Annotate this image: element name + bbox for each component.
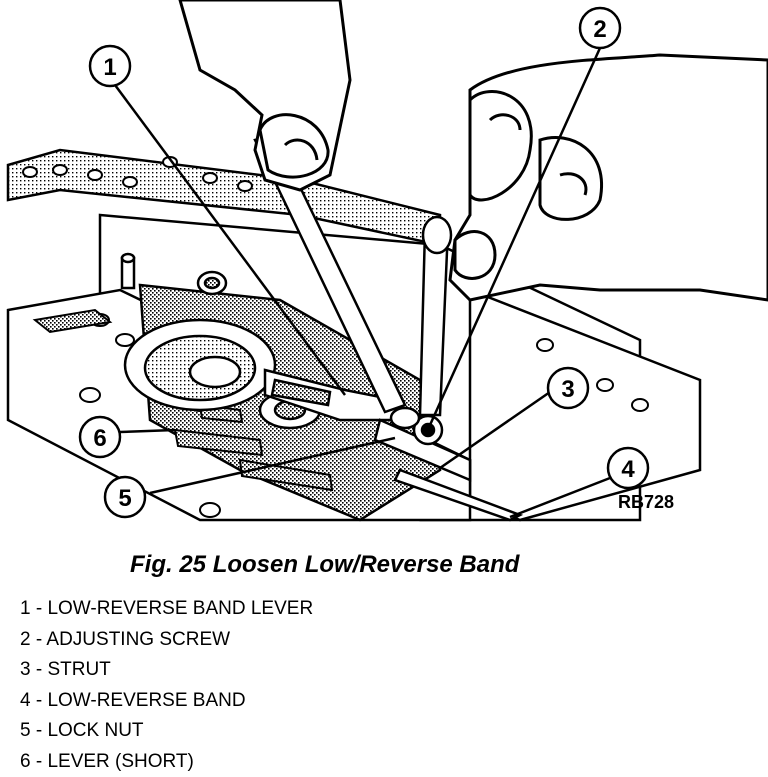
legend-item: 5 - LOCK NUT (20, 716, 313, 747)
callout-1: 1 (90, 46, 130, 86)
callout-5: 5 (105, 477, 145, 517)
callout-6: 6 (80, 417, 120, 457)
legend-item: 6 - LEVER (SHORT) (20, 747, 313, 777)
svg-text:3: 3 (561, 376, 574, 403)
callout-3: 3 (548, 368, 588, 408)
svg-text:6: 6 (93, 425, 106, 452)
legend-item: 3 - STRUT (20, 655, 313, 686)
reference-code: RB728 (618, 492, 674, 512)
legend-list: 1 - LOW-REVERSE BAND LEVER 2 - ADJUSTING… (20, 594, 313, 777)
svg-text:1: 1 (103, 54, 116, 81)
callout-4: 4 (608, 448, 648, 488)
svg-text:4: 4 (621, 456, 635, 483)
svg-text:5: 5 (118, 485, 131, 512)
legend-item: 4 - LOW-REVERSE BAND (20, 686, 313, 717)
callout-2: 2 (580, 8, 620, 48)
transmission-illustration: 1 2 3 4 5 6 RB728 (0, 0, 768, 540)
legend-item: 2 - ADJUSTING SCREW (20, 625, 313, 656)
svg-text:2: 2 (593, 16, 606, 43)
figure-caption: Fig. 25 Loosen Low/Reverse Band (130, 551, 519, 579)
legend-item: 1 - LOW-REVERSE BAND LEVER (20, 594, 313, 625)
